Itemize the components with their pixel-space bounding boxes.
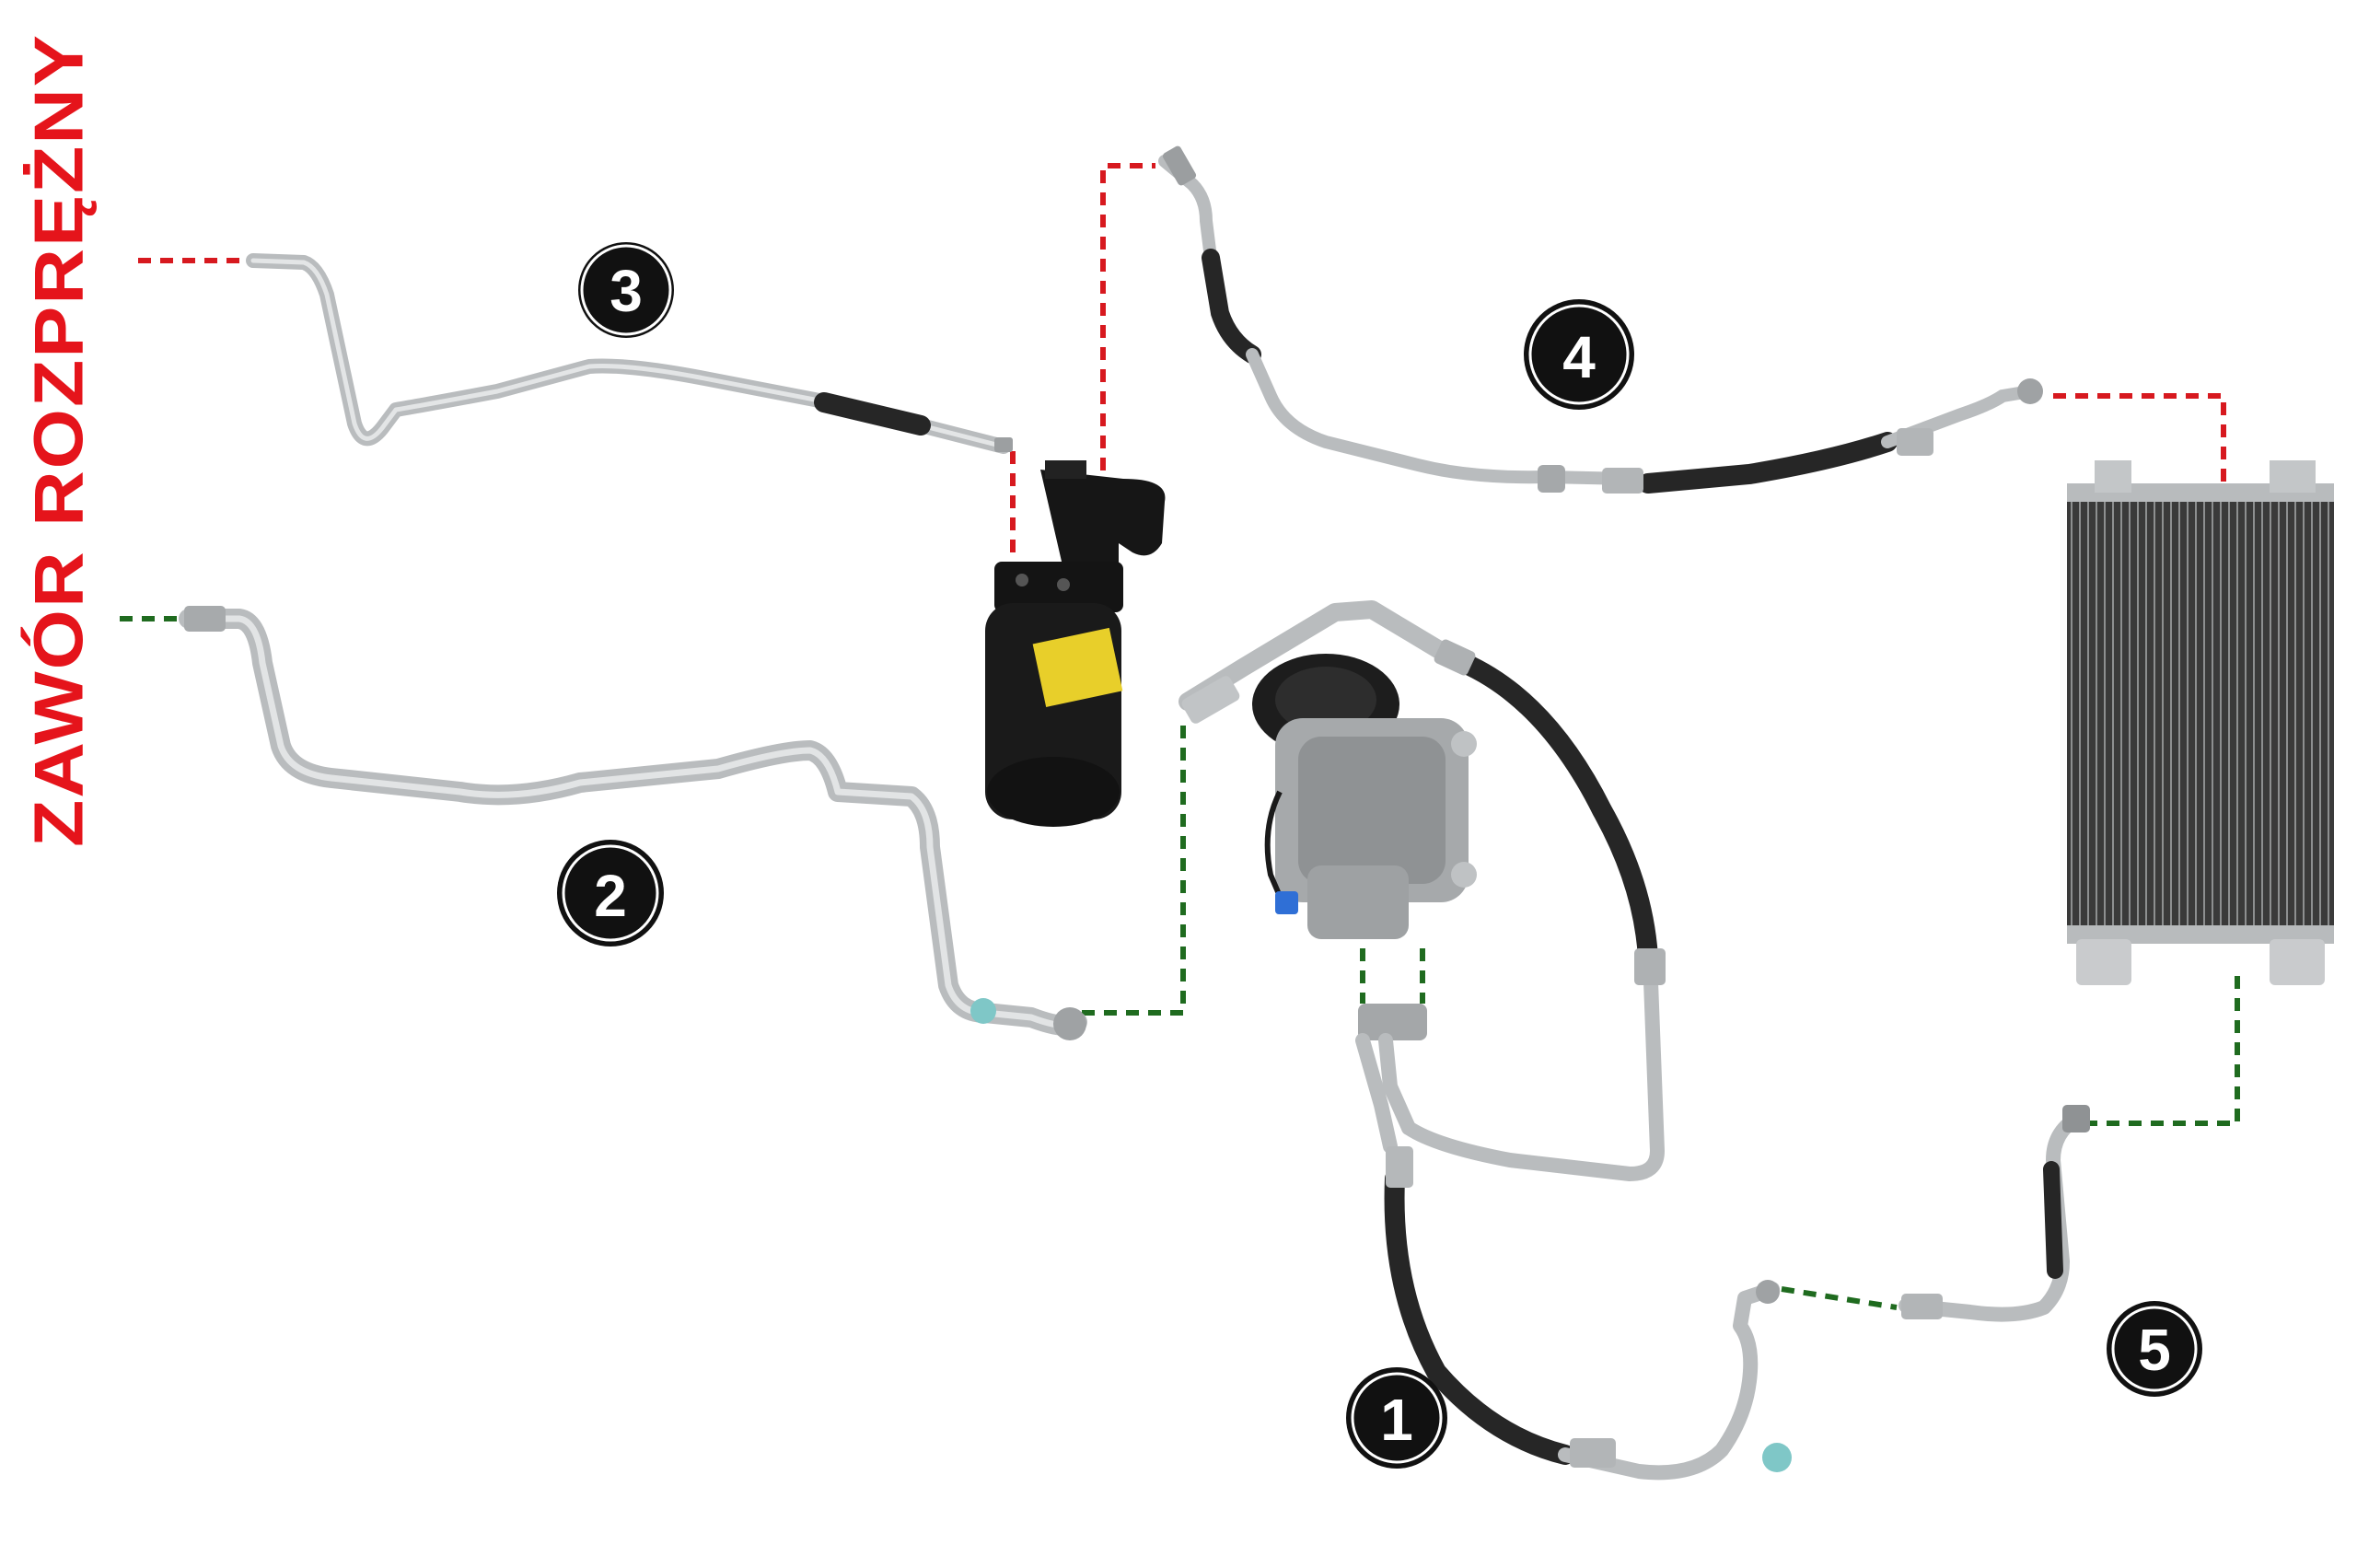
red-connectors [138, 163, 2226, 552]
badge-3: 3 [575, 238, 678, 342]
pipe-2 [179, 606, 1087, 1040]
badge-2: 2 [557, 840, 664, 947]
badge-1: 1 [1346, 1367, 1447, 1469]
badge-1-text: 1 [1380, 1387, 1413, 1453]
badge-5: 5 [2107, 1301, 2202, 1397]
connector-condenser-to-pipe5 [2081, 976, 2240, 1126]
pipe-3 [246, 253, 1013, 454]
green-connectors [120, 616, 2240, 1310]
badge-3-text: 3 [610, 258, 643, 324]
pipe-5 [1898, 1105, 2090, 1322]
connector-drier-to-hose4 [1100, 163, 1155, 493]
badge-2-text: 2 [594, 863, 627, 929]
hose-1 [1178, 600, 1792, 1481]
badge-4-text: 4 [1562, 324, 1596, 390]
condenser [2067, 460, 2334, 985]
receiver-drier [985, 460, 1166, 827]
connector-hose4-to-condenser [2053, 393, 2226, 488]
connector-pipe2-to-compressor [1082, 718, 1186, 1016]
badge-5-text: 5 [2138, 1317, 2171, 1383]
compressor [1252, 654, 1477, 939]
hose-4 [1158, 145, 2043, 494]
badge-4: 4 [1524, 299, 1634, 410]
number-badges: 3 4 2 1 5 [557, 238, 2202, 1469]
connector-hose1-to-pipe5 [1781, 1286, 1898, 1310]
